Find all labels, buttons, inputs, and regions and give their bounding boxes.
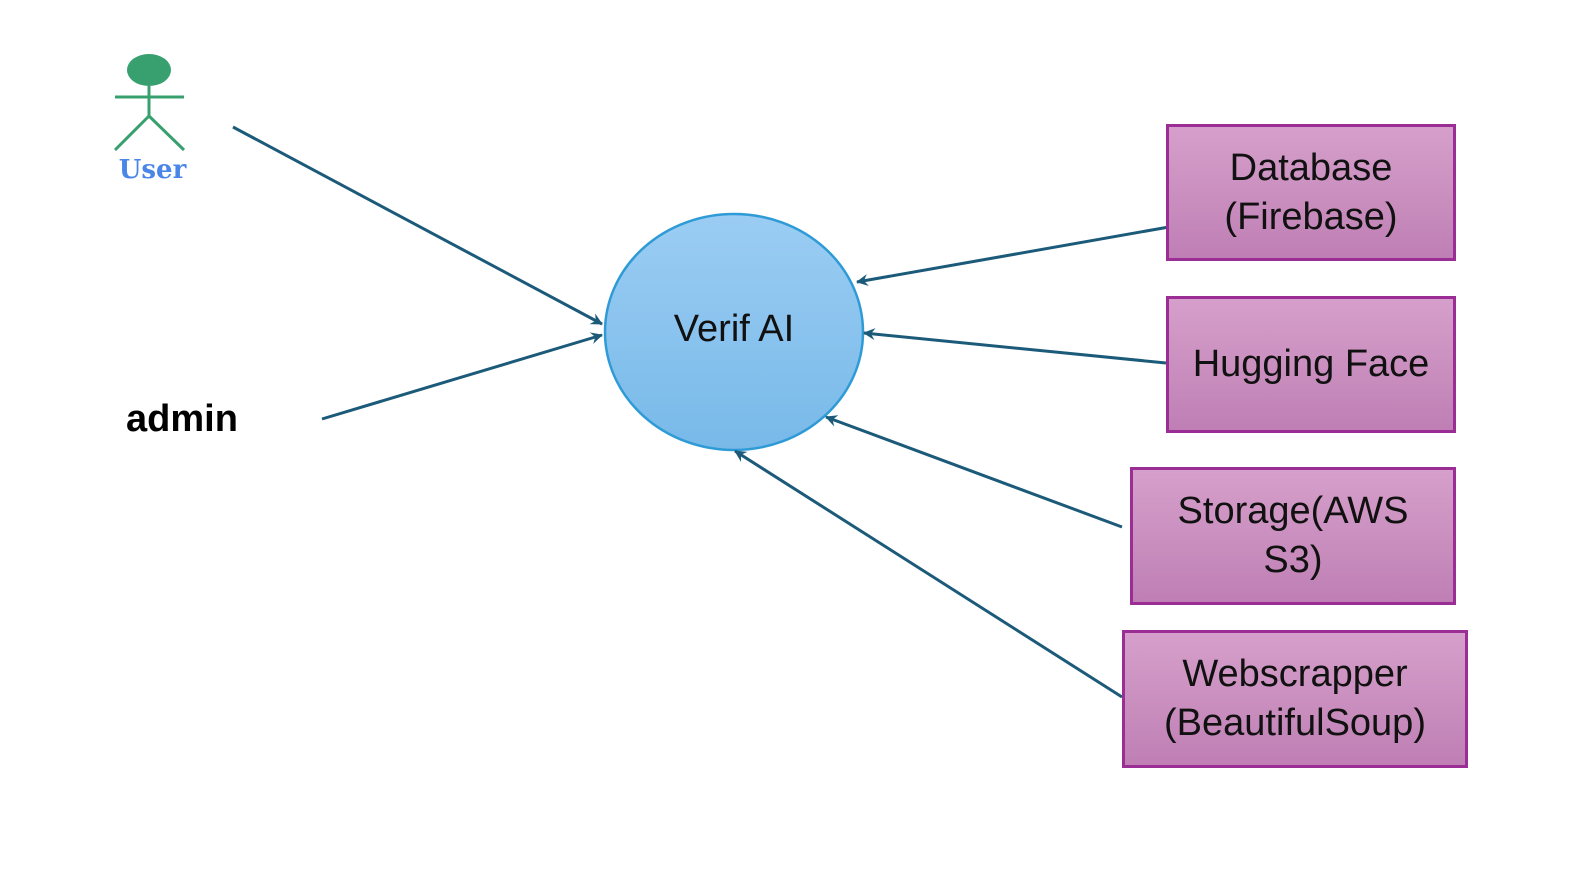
webscrapper-label: Webscrapper (BeautifulSoup)	[1164, 653, 1426, 744]
verif-ai-ellipse	[603, 212, 865, 452]
verif-ai-label: Verif AI	[673, 308, 795, 350]
webscrapper-box: Webscrapper (BeautifulSoup)	[1122, 630, 1468, 768]
database-box: Database (Firebase)	[1166, 124, 1456, 261]
hugging-face-label: Hugging Face	[1192, 343, 1430, 385]
arrow-hugging-face-to-verif-ai	[863, 328, 1167, 365]
arrow-webscrapper-to-verif-ai	[734, 449, 1123, 699]
hugging-face-box: Hugging Face	[1166, 296, 1456, 433]
arrow-admin-to-verif-ai	[321, 332, 603, 421]
admin-actor-label: admin	[126, 398, 238, 440]
user-actor-head	[127, 54, 171, 86]
user-actor-label: User	[118, 155, 187, 185]
user-actor-icon	[113, 54, 186, 152]
arrow-database-to-verif-ai	[856, 225, 1170, 286]
user-actor-left-leg	[113, 114, 151, 152]
arrow-user-to-verif-ai	[232, 125, 603, 326]
arrow-storage-to-verif-ai	[825, 415, 1123, 529]
storage-box: Storage(AWS S3)	[1130, 467, 1456, 605]
storage-label: Storage(AWS S3)	[1177, 490, 1409, 581]
user-actor-right-leg	[147, 114, 186, 152]
database-label: Database (Firebase)	[1224, 146, 1398, 238]
